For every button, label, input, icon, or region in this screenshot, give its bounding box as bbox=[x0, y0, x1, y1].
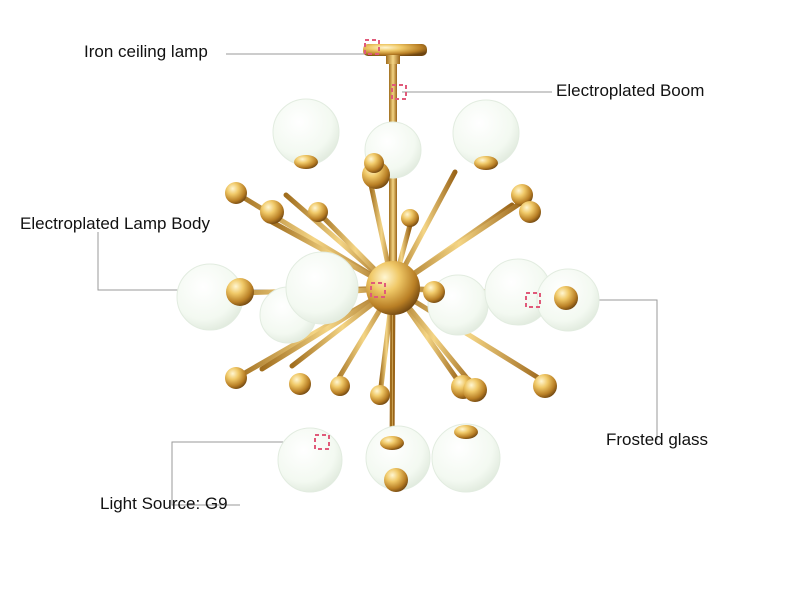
electroplated-lamp-body-hub bbox=[366, 261, 420, 315]
lamp-holder-cup bbox=[294, 155, 318, 169]
gold-sphere bbox=[225, 367, 247, 389]
gold-sphere bbox=[289, 373, 311, 395]
leader-line bbox=[226, 47, 373, 55]
callout-marker bbox=[525, 292, 541, 308]
label-light-source: Light Source: G9 bbox=[100, 494, 228, 513]
callout-marker bbox=[370, 282, 386, 298]
lamp-holder-cup bbox=[380, 436, 404, 450]
gold-sphere bbox=[330, 376, 350, 396]
gold-sphere bbox=[308, 202, 328, 222]
callout-marker bbox=[391, 84, 407, 100]
gold-sphere bbox=[225, 182, 247, 204]
gold-sphere bbox=[364, 153, 384, 173]
gold-sphere bbox=[370, 385, 390, 405]
chandelier-hardware bbox=[225, 44, 578, 492]
frosted-glass-globe bbox=[277, 427, 343, 493]
gold-sphere bbox=[260, 200, 284, 224]
gold-sphere bbox=[533, 374, 557, 398]
frosted-glass-globe bbox=[285, 251, 359, 325]
gold-sphere bbox=[554, 286, 578, 310]
chandelier-rod bbox=[390, 285, 548, 385]
lamp-holder-cup bbox=[454, 425, 478, 439]
gold-sphere bbox=[423, 281, 445, 303]
ceiling-canopy bbox=[363, 44, 427, 56]
canopy-stem bbox=[386, 55, 400, 64]
frosted-glass-globes bbox=[176, 98, 600, 493]
gold-sphere bbox=[463, 378, 487, 402]
callout-markers bbox=[314, 39, 541, 450]
label-frosted-glass: Frosted glass bbox=[606, 430, 709, 449]
gold-sphere bbox=[511, 184, 533, 206]
gold-sphere bbox=[226, 278, 254, 306]
label-iron-ceiling-lamp: Iron ceiling lamp bbox=[84, 42, 208, 61]
label-electroplated-lamp-body: Electroplated Lamp Body bbox=[20, 214, 210, 233]
gold-sphere bbox=[401, 209, 419, 227]
frosted-glass-globe bbox=[431, 423, 501, 493]
label-electroplated-boom: Electroplated Boom bbox=[556, 81, 705, 100]
callout-marker bbox=[314, 434, 330, 450]
leader-line bbox=[171, 441, 310, 506]
callout-marker bbox=[364, 39, 380, 55]
gold-sphere bbox=[519, 201, 541, 223]
gold-sphere bbox=[384, 468, 408, 492]
lamp-holder-cup bbox=[474, 156, 498, 170]
